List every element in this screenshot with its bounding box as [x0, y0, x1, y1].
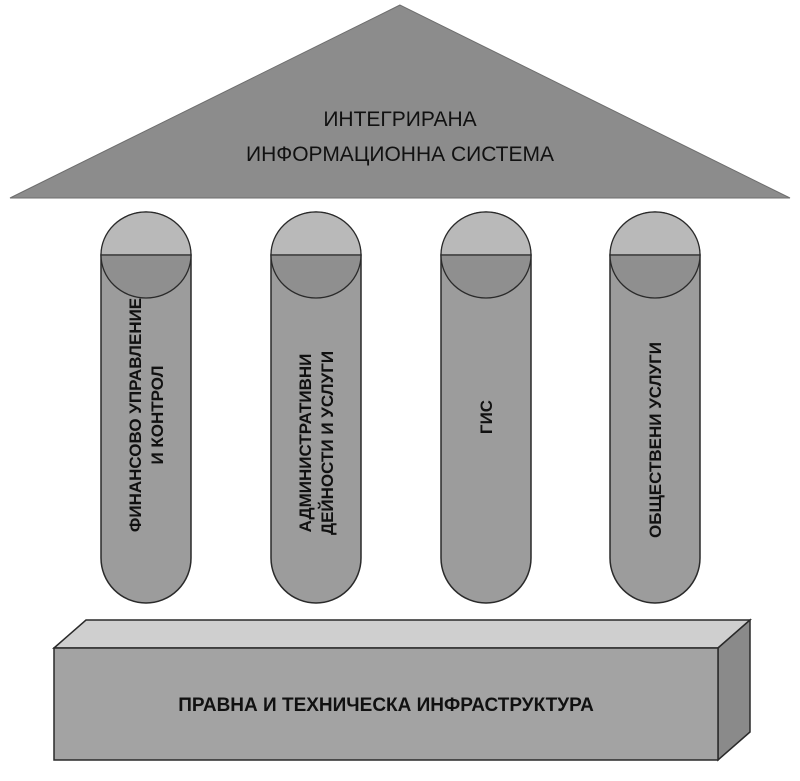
pillar-financial-management: ФИНАНСОВО УПРАВЛЕНИЕ И КОНТРОЛ	[100, 211, 192, 604]
pillar-top-upper	[609, 211, 701, 256]
base-top-face	[52, 619, 752, 649]
roof-title-line-1: ИНТЕГРИРАНА	[323, 108, 476, 131]
pillar-label-line-1: ФИНАНСОВО УПРАВЛЕНИЕ	[126, 298, 145, 532]
base-label: ПРАВНА И ТЕХНИЧЕСКА ИНФРАСТРУКТУРА	[178, 695, 594, 716]
pillar-administrative-services: АДМИНИСТРАТИВНИ ДЕЙНОСТИ И УСЛУГИ	[270, 211, 362, 604]
roof-triangle	[9, 4, 791, 199]
pillar-top-lower	[609, 254, 701, 299]
pillar-label-line-2: И КОНТРОЛ	[148, 365, 167, 464]
pillar-label-line-1: ГИС	[477, 400, 496, 434]
base-front-face	[53, 647, 719, 761]
pillar-label-line-1: АДМИНИСТРАТИВНИ	[296, 354, 315, 533]
pillar-label-line-1: ОБЩЕСТВЕНИ УСЛУГИ	[646, 342, 665, 538]
pillar-top-upper	[440, 211, 532, 256]
roof-title-line-2: ИНФОРМАЦИОННА СИСТЕМА	[246, 143, 554, 166]
pillar-top-lower	[440, 254, 532, 299]
pillar-top-lower	[100, 254, 192, 299]
pillar-top-lower	[270, 254, 362, 299]
base-block: ПРАВНА И ТЕХНИЧЕСКА ИНФРАСТРУКТУРА	[52, 618, 752, 762]
roof: ИНТЕГРИРАНА ИНФОРМАЦИОННА СИСТЕМА	[9, 4, 791, 199]
pillar-top-upper	[270, 211, 362, 256]
pillar-gis: ГИС	[440, 211, 532, 604]
pillar-public-services: ОБЩЕСТВЕНИ УСЛУГИ	[609, 211, 701, 604]
pillar-label-line-2: ДЕЙНОСТИ И УСЛУГИ	[318, 351, 337, 535]
pillar-top-upper	[100, 211, 192, 256]
